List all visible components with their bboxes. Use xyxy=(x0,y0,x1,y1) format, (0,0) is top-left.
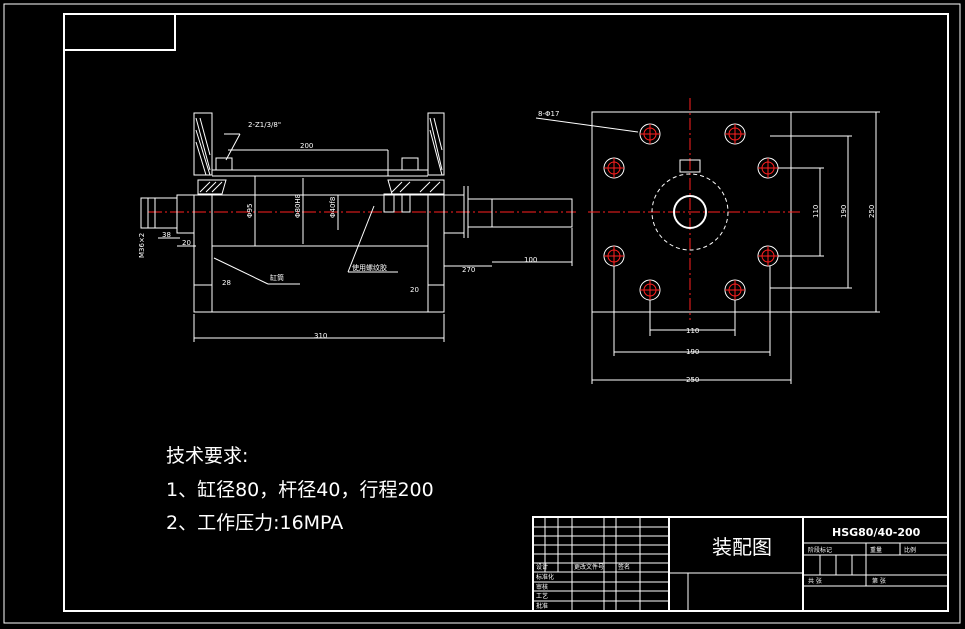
dim-h250: 250 xyxy=(686,376,699,384)
left-rod-end xyxy=(154,197,178,229)
tb-change-doc: 更改文件号 xyxy=(574,563,604,571)
dim-v190: 190 xyxy=(840,205,848,218)
tb-scale: 比例 xyxy=(904,546,916,554)
side-view xyxy=(140,112,576,342)
left-end-cap xyxy=(193,194,213,313)
tb-stage: 阶段标记 xyxy=(808,546,832,554)
bolt-hole xyxy=(603,157,625,179)
right-port xyxy=(401,157,419,171)
dim-h190: 190 xyxy=(686,348,699,356)
right-bracket xyxy=(427,112,445,176)
dim-left-28: 28 xyxy=(222,279,231,287)
dim-right-20: 20 xyxy=(410,286,419,294)
bolt-holes xyxy=(603,123,779,301)
piston xyxy=(383,193,395,213)
bolt-hole xyxy=(757,245,779,267)
tb-signature: 签名 xyxy=(618,563,630,571)
right-gland xyxy=(443,194,465,234)
dim-100: 100 xyxy=(524,256,537,264)
callout-holes: 8-Φ17 xyxy=(538,110,559,118)
left-port xyxy=(215,157,233,171)
end-view xyxy=(535,98,880,384)
bolt-hole xyxy=(603,245,625,267)
bolt-hole xyxy=(724,279,746,301)
dim-inner: Φ80H8 xyxy=(294,194,302,218)
bolt-hole xyxy=(639,279,661,301)
right-end-cap xyxy=(427,194,445,313)
inner-border xyxy=(63,13,949,612)
port-top xyxy=(679,159,701,173)
dim-h110: 110 xyxy=(686,327,699,335)
left-gland xyxy=(176,194,195,234)
drawing-title: 装配图 xyxy=(712,535,772,559)
dim-thread: M36×2 xyxy=(138,233,146,258)
bolt-hole xyxy=(757,157,779,179)
outer-border xyxy=(3,3,961,624)
tb-standard: 标准化 xyxy=(536,573,554,581)
dim-bore: Φ95 xyxy=(246,204,254,218)
tb-design: 设计 xyxy=(536,563,548,571)
dim-overall: 310 xyxy=(314,332,327,340)
dim-rod: Φ40f8 xyxy=(329,197,337,218)
tb-approve: 批准 xyxy=(536,602,548,610)
tb-sheet-total: 共 张 xyxy=(808,577,822,585)
left-bracket xyxy=(193,112,213,176)
dim-v250: 250 xyxy=(868,205,876,218)
tb-weight: 重量 xyxy=(870,546,882,554)
drawing-code: HSG80/40-200 xyxy=(832,526,921,539)
piston-rod xyxy=(491,198,573,228)
notes-line-1: 1、缸径80，杆径40，行程200 xyxy=(166,479,434,501)
notes-line-2: 2、工作压力:16MPA xyxy=(166,512,343,534)
tb-sheet-no: 第 张 xyxy=(872,577,886,585)
label-cylinder: 缸筒 xyxy=(270,273,284,282)
pcd-circle xyxy=(651,173,729,251)
label-seal: 使用螺纹胶 xyxy=(352,263,387,272)
chamfer-callout: 2-Z1/3/8" xyxy=(248,121,281,129)
tb-review: 审核 xyxy=(536,583,548,591)
dim-stroke: 200 xyxy=(300,142,313,150)
left-seal-hatch xyxy=(197,179,227,195)
dim-v110: 110 xyxy=(812,205,820,218)
dim-270: 270 xyxy=(462,266,475,274)
bolt-hole xyxy=(639,123,661,145)
title-block xyxy=(532,516,949,612)
bolt-hole xyxy=(724,123,746,145)
dim-thread-length: 38 xyxy=(162,231,171,239)
rod-bore xyxy=(673,195,707,229)
drawing-number-box xyxy=(63,13,176,51)
tb-process: 工艺 xyxy=(536,592,548,600)
right-seal-hatch xyxy=(387,179,445,195)
notes-heading: 技术要求: xyxy=(166,445,248,467)
dim-flange-left: 20 xyxy=(182,239,191,247)
